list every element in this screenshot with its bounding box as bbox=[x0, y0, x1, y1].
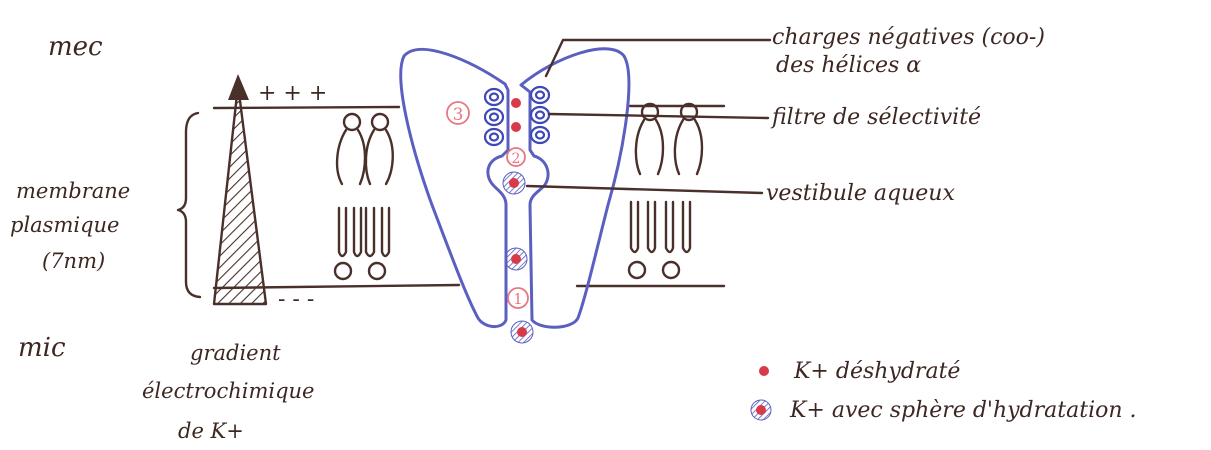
legend: K+ déshydraté K+ avec sphère d'hydratati… bbox=[751, 359, 1137, 423]
gradient-label-line2: électrochimique bbox=[142, 379, 314, 403]
k-ion-hydrated-pore bbox=[505, 248, 527, 270]
minus-signs: - - - bbox=[278, 287, 314, 312]
helix-left bbox=[485, 89, 503, 145]
membrane-label-line3: (7nm) bbox=[42, 249, 105, 273]
k-ion-hydrated-vestibule bbox=[503, 172, 525, 194]
vestibule-label: vestibule aqueux bbox=[766, 181, 955, 206]
gradient-arrowhead bbox=[228, 74, 249, 100]
gradient-triangle bbox=[214, 85, 266, 304]
legend-dehydrated-label: K+ déshydraté bbox=[793, 359, 960, 384]
membrane-outer-line-left bbox=[214, 107, 399, 108]
membrane-label-line1: membrane bbox=[16, 179, 130, 203]
membrane-brace bbox=[178, 113, 200, 297]
filtre-label: filtre de sélectivité bbox=[770, 105, 981, 130]
vestibule-leader-line bbox=[527, 186, 762, 193]
step-number-1: 1 bbox=[513, 290, 523, 308]
legend-hydrated-label: K+ avec sphère d'hydratation . bbox=[789, 398, 1137, 423]
phospholipid-left-2 bbox=[366, 114, 393, 279]
membrane-label-line2: plasmique bbox=[10, 213, 119, 237]
legend-dehydrated-swatch bbox=[759, 366, 769, 376]
phospholipid-left-1 bbox=[335, 114, 365, 279]
charges-label-line1: charges négatives (coo-) bbox=[772, 25, 1045, 50]
step-number-2: 2 bbox=[512, 151, 521, 167]
step-marker-3: 3 bbox=[447, 102, 469, 125]
gradient-label-line1: gradient bbox=[190, 341, 281, 365]
helix-right bbox=[531, 87, 549, 143]
charges-leader-line bbox=[546, 40, 770, 76]
step-number-3: 3 bbox=[453, 105, 464, 125]
mec-label: mec bbox=[48, 32, 103, 62]
legend-hydrated-swatch bbox=[751, 400, 771, 420]
step-marker-1: 1 bbox=[508, 288, 528, 308]
step-marker-2: 2 bbox=[507, 148, 525, 167]
charges-label-line2: des hélices α bbox=[776, 53, 921, 78]
plus-signs: + + + bbox=[258, 81, 327, 106]
k-ion-hydrated-intracellular bbox=[511, 321, 533, 343]
gradient-label-line3: de K+ bbox=[178, 419, 244, 443]
mic-label: mic bbox=[18, 333, 66, 363]
k-ion-dehydrated-2 bbox=[511, 122, 521, 132]
k-ion-dehydrated-1 bbox=[511, 98, 521, 108]
